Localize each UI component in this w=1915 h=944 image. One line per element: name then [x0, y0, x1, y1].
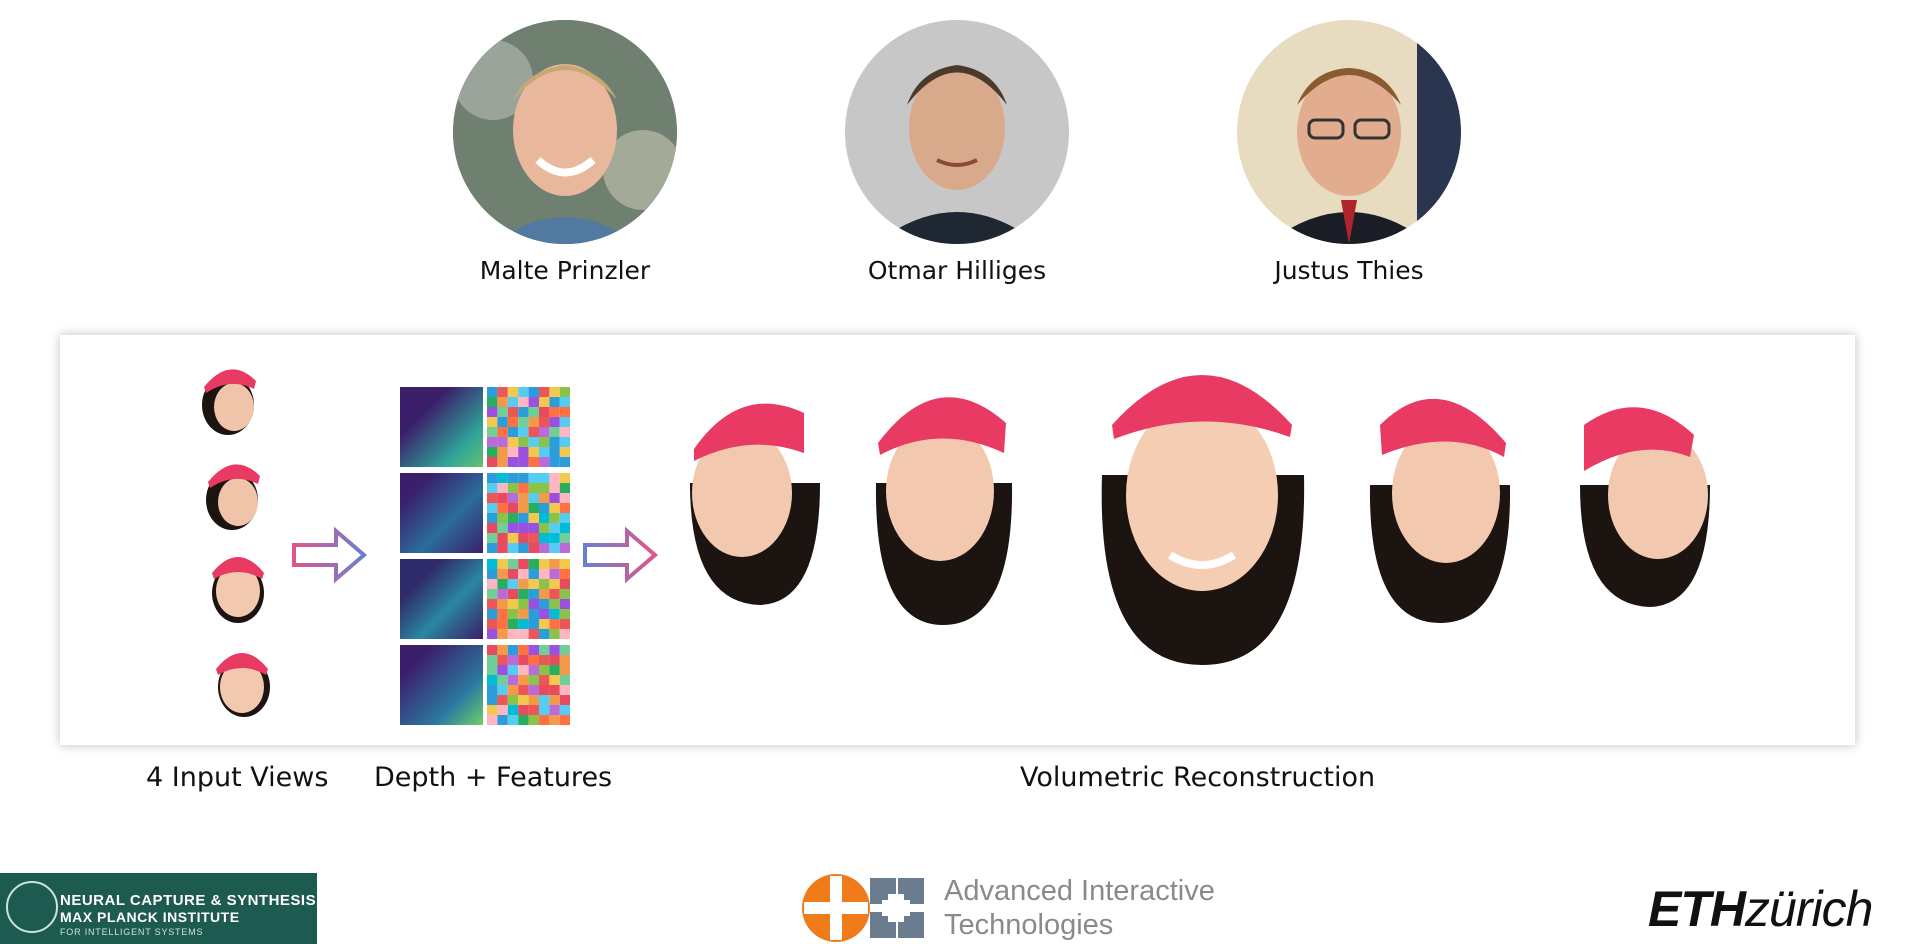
reconstruction-view-4: [1360, 365, 1520, 630]
ait-line-2: Technologies: [944, 909, 1114, 941]
feature-maps: [487, 387, 571, 730]
depth-map: [400, 387, 483, 467]
mpi-line-2: MAX PLANCK INSTITUTE: [60, 909, 240, 925]
ait-line-1: Advanced Interactive: [944, 875, 1215, 907]
author-3: Justus Thies: [1229, 20, 1469, 285]
author-1: Malte Prinzler: [445, 20, 685, 285]
caption-depth-features: Depth + Features: [374, 762, 613, 793]
arrow-right-icon: [583, 526, 659, 584]
input-view-4: [204, 635, 284, 719]
author-name: Justus Thies: [1274, 256, 1424, 285]
author-2: Otmar Hilliges: [837, 20, 1077, 285]
depth-map: [400, 645, 483, 725]
eth-logo-bold: ETH: [1648, 881, 1746, 937]
author-name: Otmar Hilliges: [867, 256, 1047, 285]
mpi-logo: NEURAL CAPTURE & SYNTHESIS MAX PLANCK IN…: [0, 873, 317, 944]
ait-logo-icon: [802, 874, 924, 942]
input-view-1: [188, 355, 268, 439]
caption-volumetric-reconstruction: Volumetric Reconstruction: [1020, 762, 1376, 793]
arrow-right-icon: [292, 526, 368, 584]
input-view-3: [198, 541, 278, 625]
reconstruction-view-5: [1570, 385, 1720, 620]
input-view-2: [192, 448, 272, 532]
eth-zurich-logo: ETHzürich: [1648, 880, 1873, 938]
ait-text: Advanced Interactive Technologies: [944, 874, 1215, 942]
caption-input-views: 4 Input Views: [146, 762, 329, 793]
feature-grid: [487, 387, 571, 725]
depth-map: [400, 559, 483, 639]
depth-map: [400, 473, 483, 553]
mpi-line-3: FOR INTELLIGENT SYSTEMS: [60, 927, 204, 937]
reconstruction-view-1: [680, 383, 830, 618]
author-1-photo: [453, 20, 677, 244]
author-3-photo: [1237, 20, 1461, 244]
mpi-seal-icon: [6, 881, 58, 933]
author-2-photo: [845, 20, 1069, 244]
author-name: Malte Prinzler: [479, 256, 651, 285]
eth-logo-rest: zürich: [1745, 881, 1873, 937]
reconstruction-view-2: [868, 363, 1018, 638]
reconstruction-view-3: [1082, 335, 1322, 680]
method-figure-panel: [60, 335, 1855, 745]
mpi-line-1: NEURAL CAPTURE & SYNTHESIS: [60, 892, 317, 909]
